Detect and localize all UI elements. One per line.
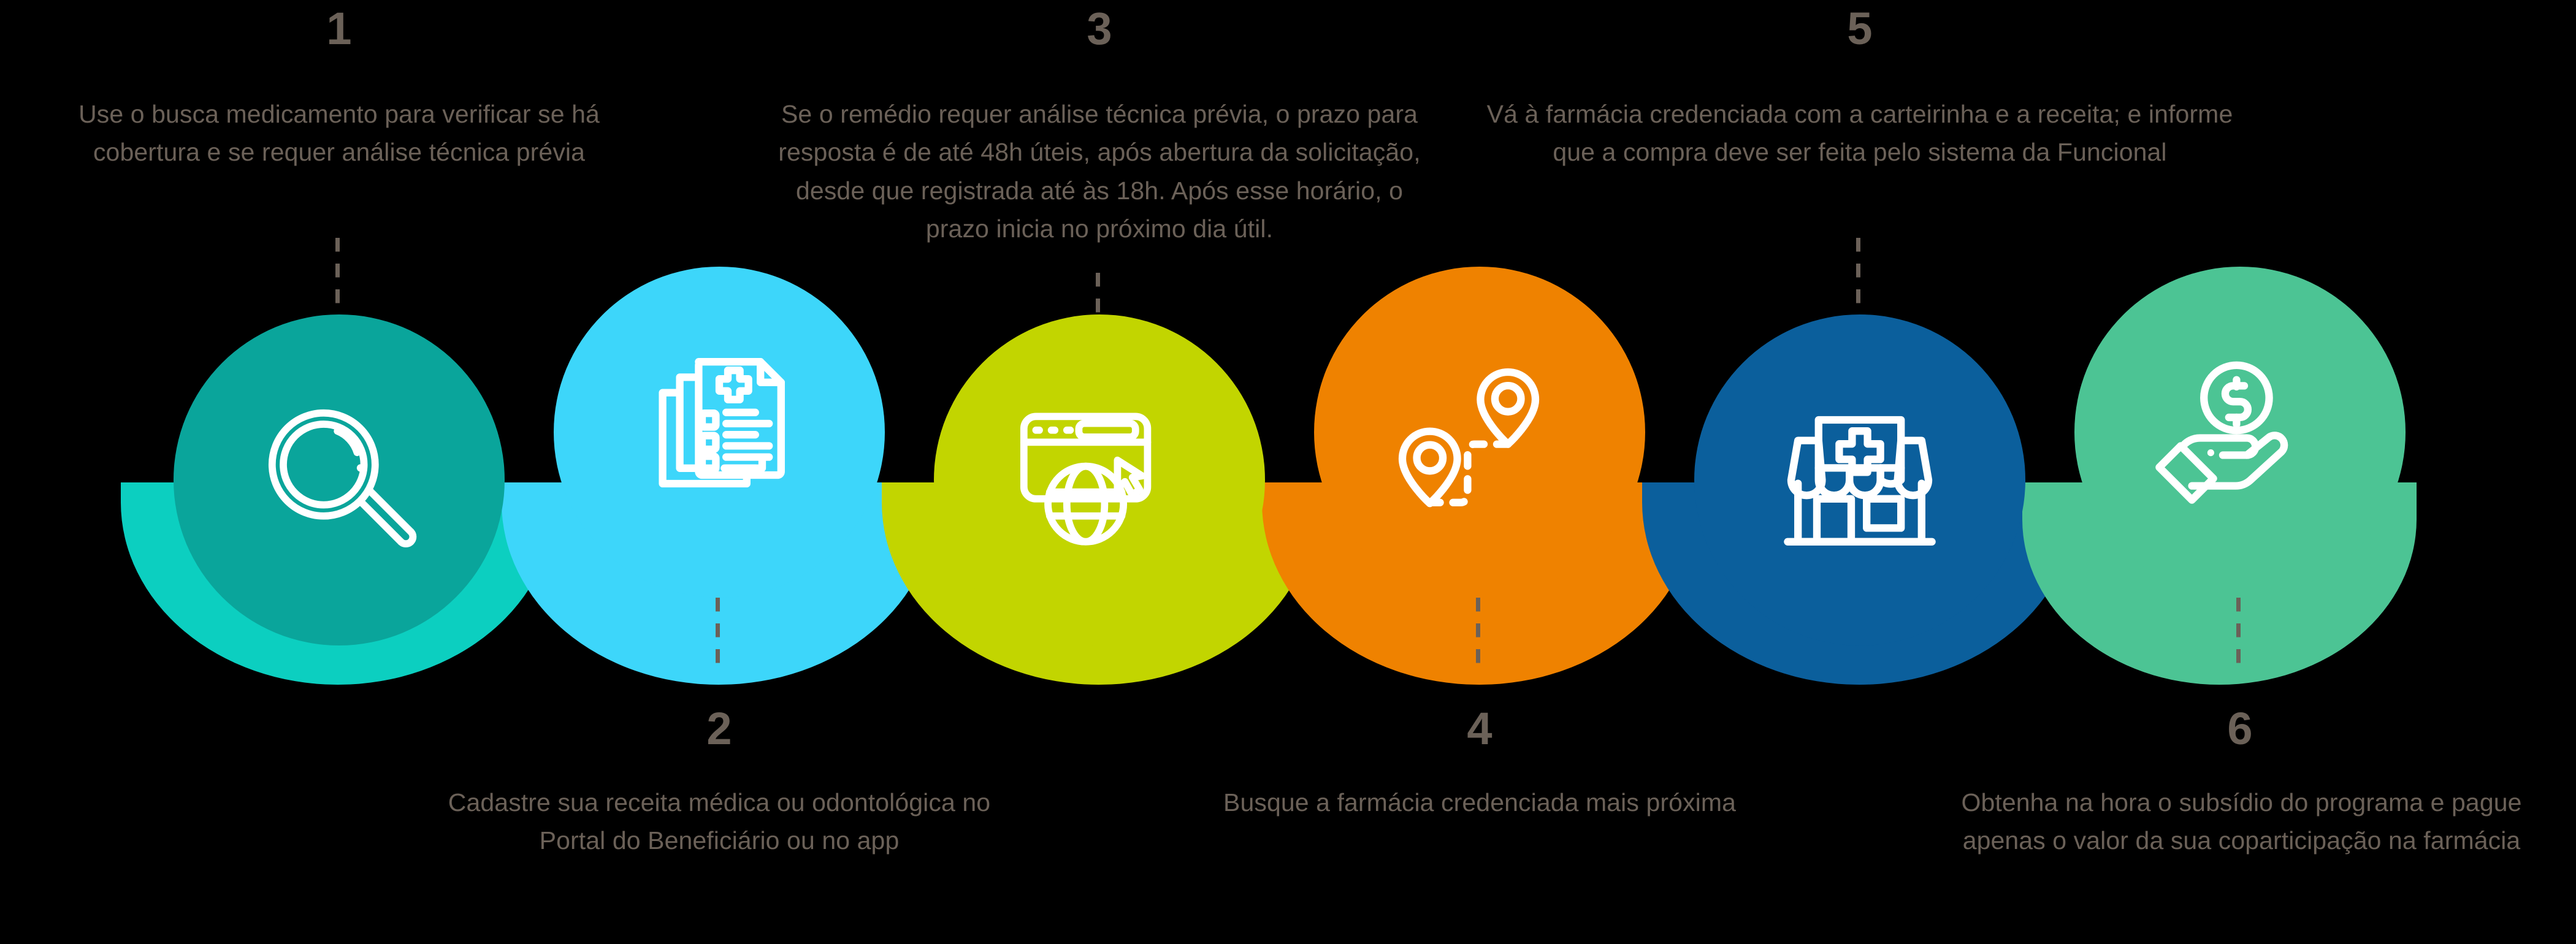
step-circle-4 xyxy=(1314,267,1645,598)
medical-documents-icon xyxy=(633,346,805,518)
step-circle-1 xyxy=(174,314,505,645)
browser-globe-icon xyxy=(1014,394,1185,566)
step-circle-2 xyxy=(554,267,885,598)
step-text-1: Use o busca medicamento para verificar s… xyxy=(78,100,600,167)
step-number-6: 6 xyxy=(2227,703,2253,754)
step-text-6: Obtenha na hora o subsídio do programa e… xyxy=(1961,788,2522,855)
step-text-3: Se o remédio requer análise técnica prév… xyxy=(778,100,1421,243)
step-circle-5 xyxy=(1694,314,2025,645)
connector-line-5 xyxy=(1856,238,1860,314)
step-text-2: Cadastre sua receita médica ou odontológ… xyxy=(448,788,991,855)
step-text-4: Busque a farmácia credenciada mais próxi… xyxy=(1223,788,1736,816)
step-number-3: 3 xyxy=(1087,3,1112,54)
step-number-2: 2 xyxy=(706,703,732,754)
connector-line-1 xyxy=(335,238,340,314)
connector-line-2 xyxy=(716,598,720,670)
step-number-5: 5 xyxy=(1847,3,1873,54)
connector-line-3 xyxy=(1096,273,1100,314)
map-route-pins-icon xyxy=(1394,346,1565,518)
pharmacy-store-icon xyxy=(1774,394,1946,566)
step-number-1: 1 xyxy=(326,3,352,54)
connector-line-6 xyxy=(2236,598,2241,670)
hand-coin-icon xyxy=(2154,346,2326,518)
step-number-4: 4 xyxy=(1467,703,1492,754)
connector-line-4 xyxy=(1476,598,1480,670)
step-text-5: Vá à farmácia credenciada com a carteiri… xyxy=(1486,100,2233,167)
magnifier-icon xyxy=(253,394,425,566)
